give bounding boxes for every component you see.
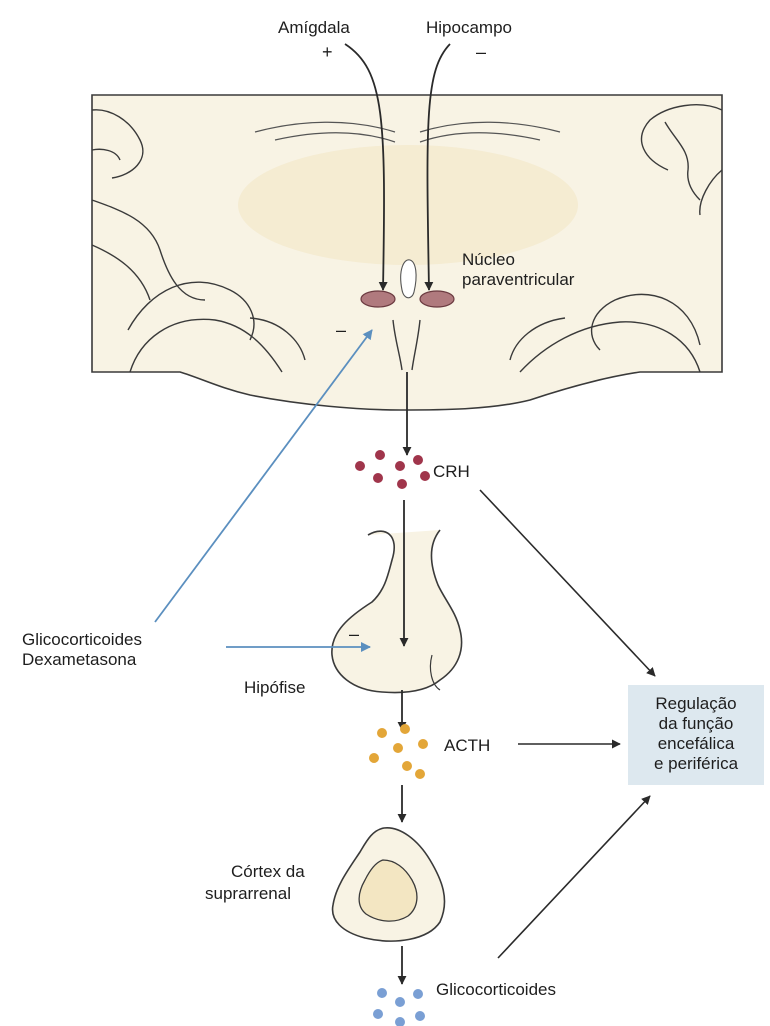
crh-dots bbox=[355, 450, 430, 489]
third-ventricle bbox=[401, 260, 416, 298]
label-glicocorticoides-dexa: Glicocorticoides bbox=[22, 630, 142, 650]
label-acth: ACTH bbox=[444, 736, 490, 756]
sign-pituitary-minus: – bbox=[349, 624, 359, 644]
arrow-glico-to-regulation bbox=[498, 796, 650, 958]
sign-nucleus-minus: – bbox=[336, 320, 346, 340]
label-cortex: Córtex da bbox=[231, 862, 305, 882]
label-hipofise: Hipófise bbox=[244, 678, 305, 698]
regulation-line-4: e periférica bbox=[628, 754, 764, 774]
paraventricular-nucleus-right bbox=[420, 291, 454, 307]
regulation-line-1: Regulação bbox=[628, 694, 764, 714]
brain-section bbox=[92, 95, 722, 410]
pituitary-gland bbox=[332, 530, 462, 693]
acth-dots bbox=[369, 724, 428, 779]
deep-nuclei-shade bbox=[238, 145, 578, 265]
label-glicocorticoides: Glicocorticoides bbox=[436, 980, 556, 1000]
label-crh: CRH bbox=[433, 462, 470, 482]
regulation-line-3: encefálica bbox=[628, 734, 764, 754]
glucocorticoid-dots bbox=[373, 988, 425, 1026]
sign-amigdala-plus: + bbox=[322, 42, 333, 62]
label-dexametasona: Dexametasona bbox=[22, 650, 136, 670]
regulation-line-2: da função bbox=[628, 714, 764, 734]
label-paraventricular: paraventricular bbox=[462, 270, 574, 290]
arrow-crh-to-regulation bbox=[480, 490, 655, 676]
sign-hipocampo-minus: – bbox=[476, 42, 486, 62]
label-amigdala: Amígdala bbox=[278, 18, 350, 38]
label-suprarrenal: suprarrenal bbox=[205, 884, 291, 904]
label-hipocampo: Hipocampo bbox=[426, 18, 512, 38]
label-nucleo: Núcleo bbox=[462, 250, 515, 270]
paraventricular-nucleus-left bbox=[361, 291, 395, 307]
regulation-text: Regulação da função encefálica e perifér… bbox=[628, 694, 764, 774]
